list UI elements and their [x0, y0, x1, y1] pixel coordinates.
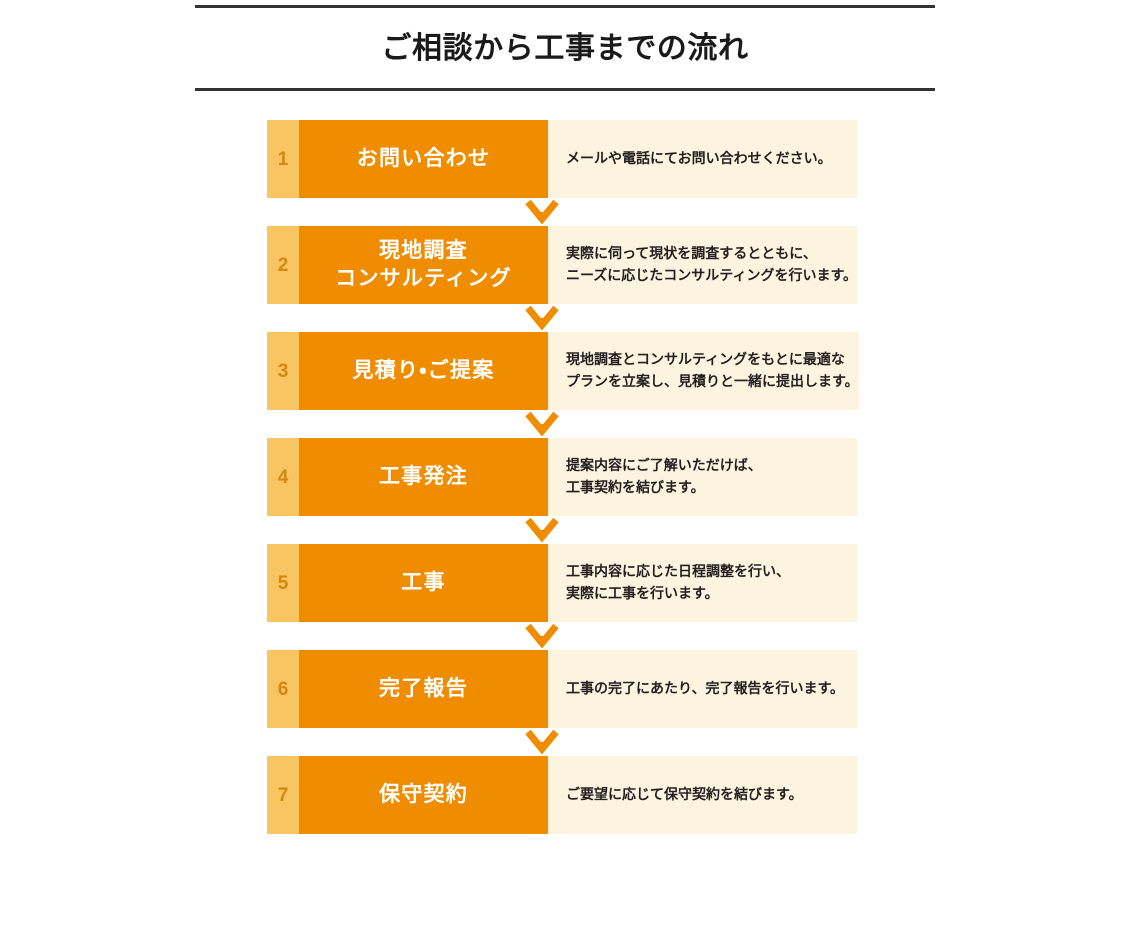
page-header: ご相談から工事までの流れ	[195, 0, 935, 91]
step-description: ご要望に応じて保守契約を結びます。	[548, 756, 857, 834]
step-title-line: 見積り・ご提案	[352, 358, 495, 382]
header-rule-top	[195, 5, 935, 8]
arrow-down-icon	[525, 517, 559, 543]
arrow-down-icon	[525, 305, 559, 331]
step-title: 見積り・ご提案	[299, 332, 548, 410]
step-title-line: 保守契約	[378, 782, 469, 806]
flow-connector	[267, 622, 857, 650]
step-description-line: 提案内容にご了解いただけば、	[566, 457, 762, 474]
step-description-line: プランを立案し、見積りと一緒に提出します。	[566, 373, 859, 389]
step-description-line: 現地調査とコンサルティングをもとに最適な	[566, 351, 845, 368]
step-title: 工事	[299, 544, 548, 622]
flow-connector	[267, 304, 857, 332]
flow-connector	[267, 516, 857, 544]
step-title: 工事発注	[299, 438, 548, 516]
flow-step: 5 工事 工事内容に応じた日程調整を行い、実際に工事を行います。	[267, 544, 857, 622]
step-description-line: 実際に工事を行います。	[566, 585, 719, 601]
arrow-down-icon	[525, 729, 559, 755]
step-title-line: コンサルティング	[335, 267, 512, 290]
step-title-line: 工事	[401, 570, 446, 594]
step-description-line: ご要望に応じて保守契約を結びます。	[566, 786, 803, 803]
step-title-line: 工事発注	[378, 464, 469, 488]
step-description: 実際に伺って現状を調査するとともに、ニーズに応じたコンサルティングを行います。	[548, 226, 858, 304]
step-description-line: 工事の完了にあたり、完了報告を行います。	[566, 680, 845, 697]
page-title: ご相談から工事までの流れ	[381, 32, 749, 65]
step-number: 6	[267, 650, 299, 728]
step-description: 提案内容にご了解いただけば、工事契約を結びます。	[548, 438, 857, 516]
arrow-down-icon	[525, 199, 559, 225]
step-number: 7	[267, 756, 299, 834]
flow-connector	[267, 728, 857, 756]
step-description-line: 工事内容に応じた日程調整を行い、	[566, 563, 790, 580]
step-number: 2	[267, 226, 299, 304]
flow-connector	[267, 198, 857, 226]
step-description-line: 実際に伺って現状を調査するとともに、	[566, 245, 817, 262]
step-description: 工事内容に応じた日程調整を行い、実際に工事を行います。	[548, 544, 857, 622]
step-description: 工事の完了にあたり、完了報告を行います。	[548, 650, 857, 728]
step-title-line: 現地調査	[378, 238, 469, 262]
flow-connector	[267, 410, 857, 438]
step-description-line: メールや電話にてお問い合わせください。	[566, 150, 832, 167]
flow-step: 6 完了報告 工事の完了にあたり、完了報告を行います。	[267, 650, 857, 728]
flow-step: 7 保守契約 ご要望に応じて保守契約を結びます。	[267, 756, 857, 834]
step-description-line: ニーズに応じたコンサルティングを行います。	[566, 267, 858, 283]
step-number: 1	[267, 120, 299, 198]
arrow-down-icon	[525, 411, 559, 437]
step-description: メールや電話にてお問い合わせください。	[548, 120, 857, 198]
step-description: 現地調査とコンサルティングをもとに最適なプランを立案し、見積りと一緒に提出します…	[548, 332, 859, 410]
step-number: 3	[267, 332, 299, 410]
step-title: 保守契約	[299, 756, 548, 834]
flow-step: 3 見積り・ご提案 現地調査とコンサルティングをもとに最適なプランを立案し、見積りと…	[267, 332, 859, 410]
step-title-line: 完了報告	[378, 676, 469, 700]
header-rule-bottom	[195, 88, 935, 91]
step-number: 4	[267, 438, 299, 516]
step-number: 5	[267, 544, 299, 622]
step-title: 完了報告	[299, 650, 548, 728]
step-title: 現地調査コンサルティング	[299, 226, 548, 304]
step-title: お問い合わせ	[299, 120, 548, 198]
arrow-down-icon	[525, 623, 559, 649]
step-title-line: お問い合わせ	[356, 146, 491, 170]
step-description-line: 工事契約を結びます。	[566, 479, 705, 495]
flow-step: 1 お問い合わせ メールや電話にてお問い合わせください。	[267, 120, 857, 198]
flow-step: 4 工事発注 提案内容にご了解いただけば、工事契約を結びます。	[267, 438, 857, 516]
